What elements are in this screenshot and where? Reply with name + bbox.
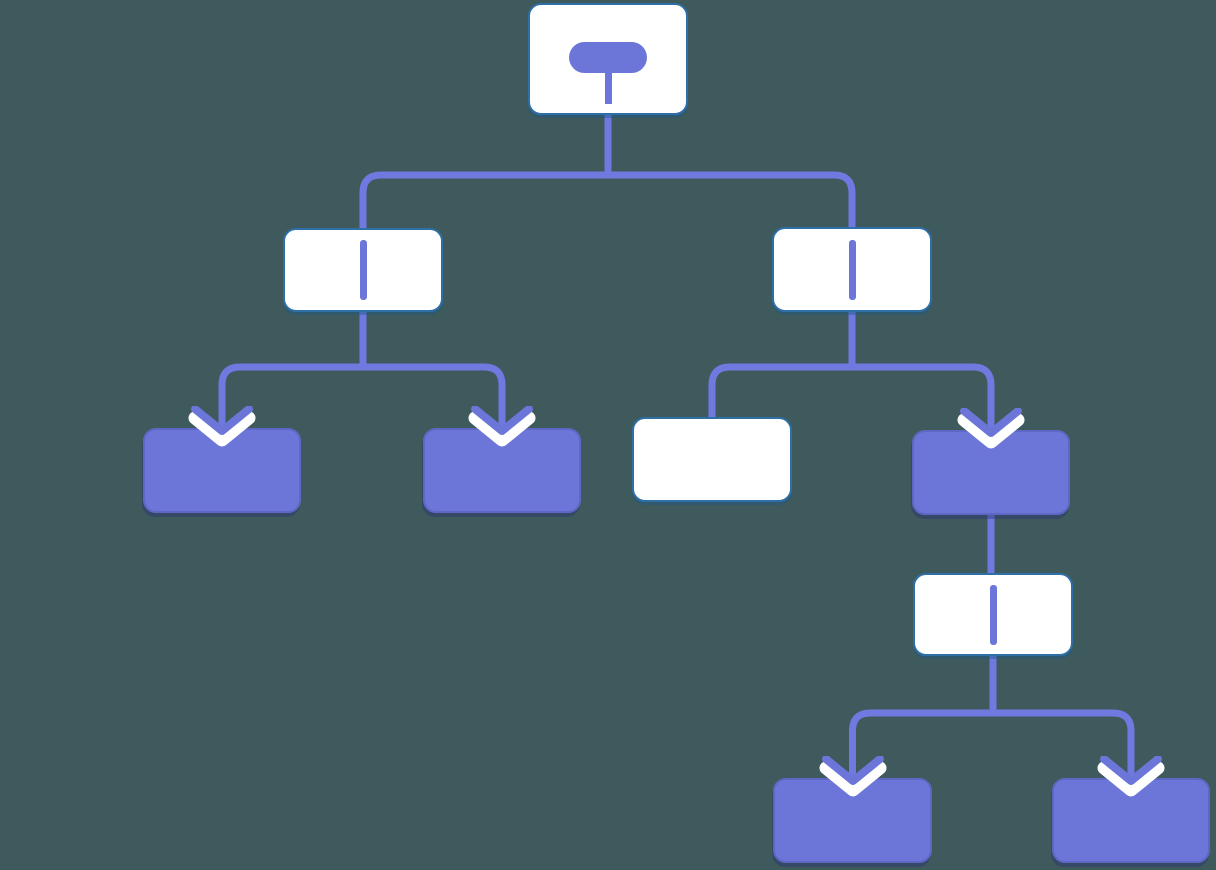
chevron-purple-arrow xyxy=(471,406,533,435)
chevron-purple-arrow xyxy=(960,408,1022,437)
branch-node[interactable] xyxy=(913,573,1073,656)
chevron-white-outline xyxy=(468,411,536,447)
connector-edge xyxy=(218,312,367,434)
chevron-white-outline xyxy=(819,761,886,797)
root-pill-stem xyxy=(604,68,612,104)
root-pill-icon xyxy=(569,42,647,73)
chevron-white-outline xyxy=(957,413,1025,449)
connector-edge xyxy=(989,656,1135,784)
collapse-chevron-icon[interactable] xyxy=(953,408,1029,464)
collapsed-leaf-node[interactable] xyxy=(423,406,581,513)
divider-bar-icon xyxy=(848,239,856,300)
collapsed-leaf-node[interactable] xyxy=(773,756,932,863)
chevron-purple-arrow xyxy=(191,406,253,435)
chevron-white-outline xyxy=(188,411,256,447)
branch-node[interactable] xyxy=(283,228,443,312)
connector-edge xyxy=(849,656,997,784)
branch-node[interactable] xyxy=(772,227,932,312)
connector-edge xyxy=(848,312,995,436)
chevron-purple-arrow xyxy=(1100,756,1162,785)
collapsed-leaf-node[interactable] xyxy=(912,408,1070,515)
collapse-chevron-icon[interactable] xyxy=(815,756,891,812)
leaf-node[interactable] xyxy=(632,417,792,502)
connector-edge xyxy=(359,115,612,228)
chevron-white-outline xyxy=(1097,761,1165,797)
connector-edge xyxy=(359,312,506,434)
divider-bar-icon xyxy=(359,240,367,300)
collapsed-leaf-node[interactable] xyxy=(143,406,301,513)
divider-bar-icon xyxy=(989,584,997,645)
chevron-purple-arrow xyxy=(821,756,884,785)
collapsed-leaf-node[interactable] xyxy=(1052,756,1210,863)
connector-edge xyxy=(604,115,856,227)
collapse-chevron-icon[interactable] xyxy=(464,406,540,462)
root-node[interactable] xyxy=(528,3,688,115)
collapse-chevron-icon[interactable] xyxy=(184,406,260,462)
collapse-chevron-icon[interactable] xyxy=(1093,756,1169,812)
connector-edge xyxy=(708,312,856,417)
